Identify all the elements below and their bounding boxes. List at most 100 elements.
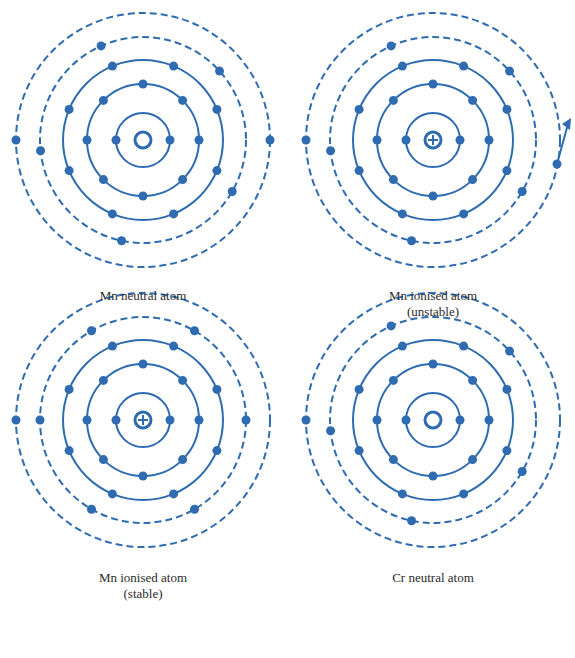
electron [228, 187, 237, 196]
nucleus [135, 412, 151, 428]
electron [266, 136, 275, 145]
electron [502, 166, 511, 175]
electron [139, 192, 148, 201]
electron [190, 505, 199, 514]
electron [407, 236, 416, 245]
electron [195, 136, 204, 145]
electron [178, 455, 187, 464]
electron [389, 455, 398, 464]
electron [389, 96, 398, 105]
electron [97, 41, 106, 50]
electron [99, 96, 108, 105]
outer-shell [40, 317, 246, 523]
electron [505, 67, 514, 76]
electron [518, 187, 527, 196]
electron [166, 416, 175, 425]
electron [468, 96, 477, 105]
electron [65, 166, 74, 175]
electron [485, 136, 494, 145]
electron [355, 385, 364, 394]
outer-shell [330, 317, 536, 523]
positive-charge-symbol [428, 135, 438, 145]
electron [402, 416, 411, 425]
electron [429, 80, 438, 89]
electron [398, 489, 407, 498]
electron [502, 105, 511, 114]
nucleus [135, 132, 151, 148]
electron-shell [63, 340, 223, 500]
electron [242, 416, 251, 425]
electron [468, 455, 477, 464]
electron [169, 489, 178, 498]
electron [429, 192, 438, 201]
electron [505, 347, 514, 356]
atom-caption: Mn neutral atom [78, 288, 208, 304]
electron [518, 467, 527, 476]
electron [212, 385, 221, 394]
electron [212, 166, 221, 175]
atom-caption: Cr neutral atom [368, 570, 498, 586]
electron-shell [353, 340, 513, 500]
electron [178, 175, 187, 184]
electron-shell [406, 113, 460, 167]
electron [99, 175, 108, 184]
outer-shell [306, 293, 560, 547]
outer-shell [16, 13, 270, 267]
electron [402, 136, 411, 145]
electron [389, 376, 398, 385]
electron [326, 146, 335, 155]
electron [178, 376, 187, 385]
electron [429, 472, 438, 481]
electron-shell [116, 393, 170, 447]
electron [212, 446, 221, 455]
electron [169, 209, 178, 218]
electron-shell [377, 84, 489, 196]
electron [178, 96, 187, 105]
electron [302, 136, 311, 145]
electron [112, 416, 121, 425]
electron [355, 105, 364, 114]
electron [373, 136, 382, 145]
electron [468, 175, 477, 184]
atom-caption: Mn ionised atom (stable) [78, 570, 208, 602]
electron [456, 136, 465, 145]
electron [108, 489, 117, 498]
electron [139, 80, 148, 89]
atom-caption: Mn ionised atom (unstable) [368, 288, 498, 320]
electron [117, 236, 126, 245]
electron [389, 175, 398, 184]
nucleus [425, 132, 441, 148]
electron [99, 376, 108, 385]
electron-shell [87, 364, 199, 476]
outer-shell [330, 37, 536, 243]
electron [398, 62, 407, 71]
electron [190, 326, 199, 335]
escape-arrow [557, 124, 568, 164]
electron [139, 360, 148, 369]
electron [485, 416, 494, 425]
electron [387, 321, 396, 330]
electron [65, 105, 74, 114]
electron [12, 416, 21, 425]
nucleus [425, 412, 441, 428]
electron [166, 136, 175, 145]
electron [108, 209, 117, 218]
electron [83, 416, 92, 425]
electron [87, 326, 96, 335]
electron [387, 41, 396, 50]
electron [108, 342, 117, 351]
electron [459, 209, 468, 218]
electron [502, 385, 511, 394]
electron [407, 516, 416, 525]
electron [65, 446, 74, 455]
electron [302, 416, 311, 425]
electron [12, 136, 21, 145]
electron [65, 385, 74, 394]
electron [36, 146, 45, 155]
electron-shell [353, 60, 513, 220]
electron [195, 416, 204, 425]
electron [87, 505, 96, 514]
electron [212, 105, 221, 114]
